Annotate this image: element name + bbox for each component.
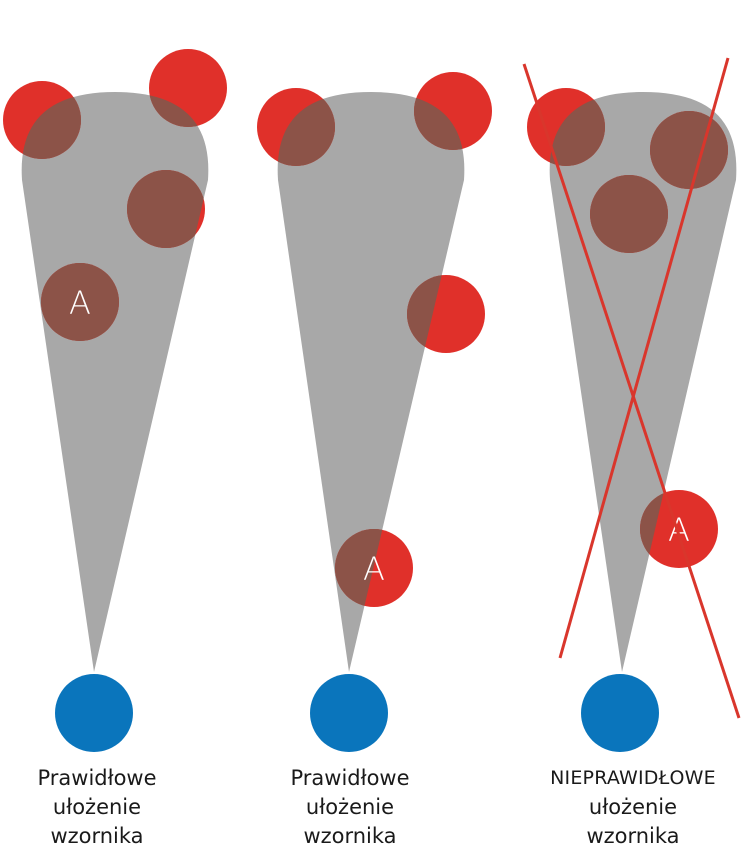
cross-line-a [522,63,741,719]
caption-correct-1: Prawidłowe ułożenie wzornika [0,764,207,851]
eye-circle [310,674,388,752]
caption-line: ułożenie [52,795,142,819]
marker-letter: A [363,550,385,588]
caption-line: Prawidłowe [290,766,410,790]
panel-correct-1: A [3,49,227,752]
marker-letter: A [69,284,91,322]
caption-line: NIEPRAWIDŁOWE [550,767,716,789]
caption-line: Prawidłowe [37,766,157,790]
eye-circle [55,674,133,752]
caption-correct-2: Prawidłowe ułożenie wzornika [240,764,460,851]
cross-line-b [558,57,730,659]
caption-line: wzornika [50,824,144,848]
eye-circle [581,674,659,752]
caption-line: wzornika [303,824,397,848]
caption-line: ułożenie [305,795,395,819]
caption-incorrect: NIEPRAWIDŁOWE ułożenie wzornika [520,764,746,851]
panel-correct-2: A [257,72,492,752]
caption-line: ułożenie [588,795,678,819]
caption-line: wzornika [586,824,680,848]
panel-incorrect: A [522,57,741,752]
view-cone [549,92,737,672]
view-cone [277,92,465,672]
